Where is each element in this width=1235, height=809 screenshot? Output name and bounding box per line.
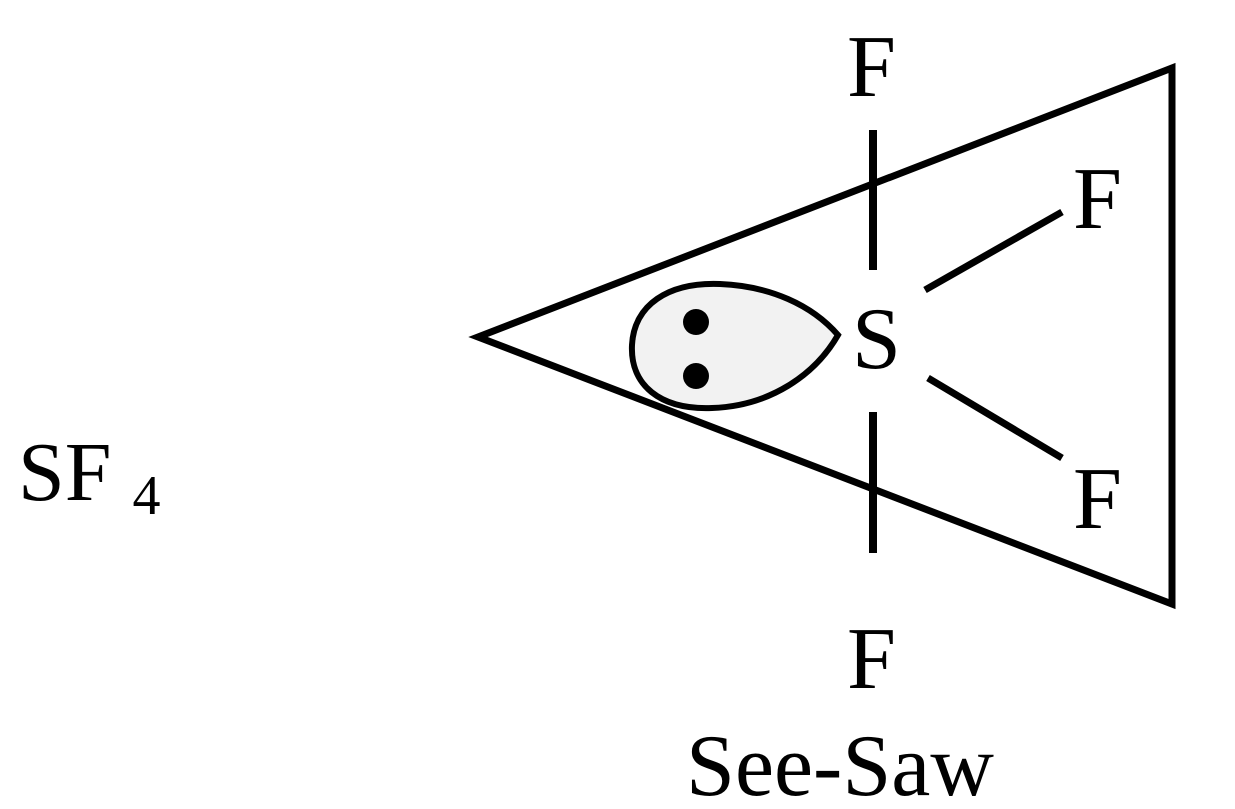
lone-pair-lobe <box>628 280 842 412</box>
lone-pair-electron-1 <box>683 309 709 335</box>
atom-fluorine-equatorial-upper: F <box>1073 151 1122 248</box>
atom-fluorine-bottom: F <box>847 611 896 708</box>
lone-pair <box>628 280 842 412</box>
formula-main: SF <box>18 426 111 519</box>
atom-fluorine-equatorial-lower: F <box>1073 451 1122 548</box>
formula-subscript: 4 <box>132 465 160 527</box>
formula-label: SF 4 <box>18 426 160 527</box>
equatorial-bond-lower <box>926 374 1064 462</box>
atom-fluorine-top: F <box>847 19 896 116</box>
atom-sulfur: S <box>852 291 901 388</box>
seesaw-triangle <box>468 62 1176 610</box>
lone-pair-electron-2 <box>683 363 709 389</box>
equatorial-bond-upper <box>923 208 1064 294</box>
geometry-caption: See-Saw <box>686 718 994 809</box>
